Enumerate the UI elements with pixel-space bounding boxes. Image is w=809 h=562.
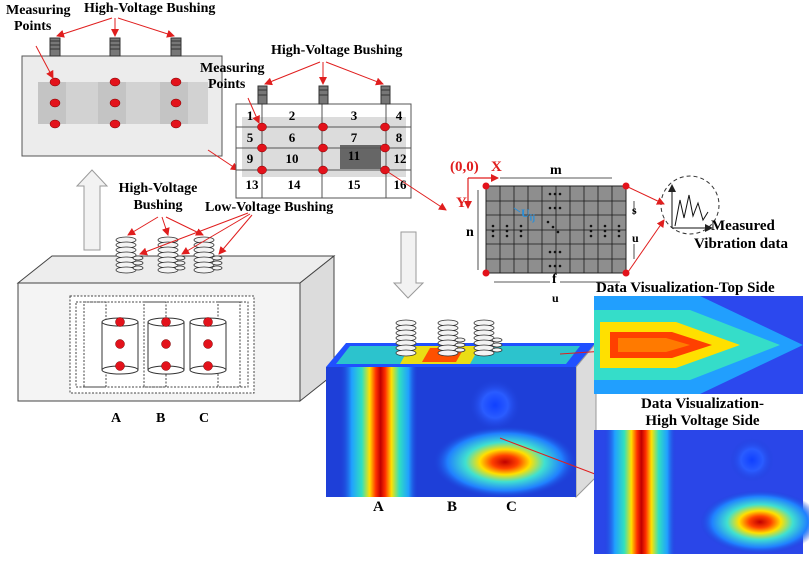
grid-cell-13: 13 — [245, 177, 259, 192]
up-arrow — [75, 169, 109, 251]
panel-front-view — [21, 17, 239, 171]
matrix-lines — [486, 186, 626, 273]
grid-cell-1: 1 — [246, 108, 254, 123]
grid-measuring-label-1: Measuring — [200, 61, 265, 76]
grid-cell-6: 6 — [288, 130, 296, 145]
grid-cell-4: 4 — [395, 108, 403, 123]
matrix-s-label: s — [632, 203, 637, 217]
grid-cell-16: 16 — [393, 177, 407, 192]
transformer-phase-c: C — [199, 411, 210, 426]
front-view-hv-bushing-label: High-Voltage Bushing — [84, 1, 216, 16]
panel-view-top — [594, 296, 803, 394]
heatmap-phase-c: C — [506, 499, 517, 515]
grid-cell-3: 3 — [350, 108, 358, 123]
transformer-hv-label-1: High-Voltage — [118, 181, 198, 196]
matrix-m-label: m — [550, 163, 562, 178]
matrix-arrows — [627, 186, 665, 273]
matrix-u-right-label: u — [632, 231, 639, 245]
matrix-cell-label: Uij — [521, 206, 536, 223]
grid-cell-11: 11 — [347, 148, 361, 163]
front-view-arrows — [35, 17, 239, 171]
front-view-measuring-points — [49, 77, 182, 129]
grid-cell-15: 15 — [347, 177, 361, 192]
hv-view-title-1: Data Visualization- — [641, 396, 764, 412]
measured-label-1: Measured — [711, 218, 775, 234]
transformer-hv-label-2: Bushing — [133, 198, 183, 213]
transformer-phase-a: A — [111, 411, 122, 426]
grid-cell-10: 10 — [285, 151, 299, 166]
front-view-measuring-label-1: Measuring — [6, 3, 71, 18]
grid-arrows — [247, 61, 447, 211]
transformer-lv-label: Low-Voltage Bushing — [205, 200, 334, 215]
measured-label-2: Vibration data — [694, 236, 789, 252]
matrix-n-label: n — [466, 225, 474, 240]
grid-cell-14: 14 — [287, 177, 301, 192]
matrix-origin-label: (0,0) — [450, 159, 479, 175]
matrix-ellipsis-dots — [491, 192, 621, 268]
down-arrow — [392, 231, 425, 299]
grid-bushings — [257, 85, 391, 105]
matrix-axes — [464, 174, 499, 209]
transformer-measuring-points — [115, 317, 213, 371]
panel-view-hv — [594, 430, 809, 554]
matrix-f-label: f — [552, 272, 557, 287]
transformer-bushings — [115, 236, 223, 274]
heatmap-side-face — [575, 341, 597, 499]
top-view-title: Data Visualization-Top Side — [596, 280, 775, 296]
matrix-corner-points — [482, 182, 630, 277]
grid-cell-11-shaded — [340, 145, 381, 169]
heatmap-phase-a: A — [373, 499, 384, 515]
panel-grid-view — [235, 61, 447, 211]
front-view-bushings — [49, 37, 182, 57]
panel-heatmap-box — [326, 319, 621, 499]
grid-cell-12: 12 — [393, 151, 407, 166]
matrix-dimension-lines — [477, 177, 635, 283]
grid-measuring-label-2: Points — [208, 77, 246, 92]
panel-matrix — [464, 174, 720, 283]
grid-cell-2: 2 — [288, 108, 296, 123]
matrix-x-label: X — [491, 159, 502, 175]
grid-cell-8: 8 — [395, 130, 403, 145]
grid-cell-7: 7 — [350, 130, 358, 145]
front-view-measuring-label-2: Points — [14, 19, 52, 34]
matrix-u-bottom-label: u — [552, 291, 559, 305]
grid-hv-bushing-label: High-Voltage Bushing — [271, 43, 403, 58]
panel-transformer — [16, 169, 336, 403]
matrix-y-label: Y — [456, 195, 467, 211]
grid-cell-5: 5 — [246, 130, 254, 145]
grid-measuring-points — [257, 122, 390, 175]
transformer-phase-b: B — [156, 411, 166, 426]
hv-view-title-2: High Voltage Side — [645, 413, 760, 429]
vibration-plot — [668, 184, 713, 232]
transformer-arrows — [127, 212, 253, 256]
grid-cell-9: 9 — [246, 151, 254, 166]
heatmap-bushings — [395, 319, 503, 357]
heatmap-phase-b: B — [447, 499, 458, 515]
